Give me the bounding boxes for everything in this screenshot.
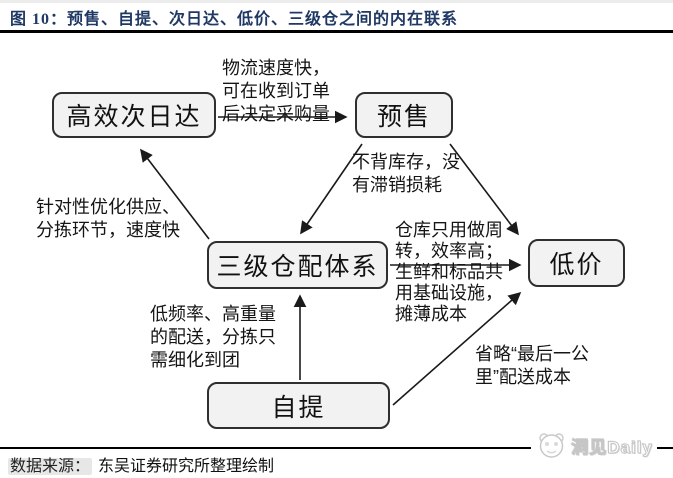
note-optimize-supply: 针对性优化供应、 分拣环节，速度快 <box>36 197 180 240</box>
node-presale: 预售 <box>355 92 453 138</box>
watermark: 洞见Daily <box>531 428 657 462</box>
top-edge-strip <box>0 0 673 3</box>
arrow-presale-to-warehouse <box>300 143 363 235</box>
data-source-line: 数据来源： 东吴证券研究所整理绘制 <box>8 452 274 476</box>
watermark-logo-icon <box>539 433 565 458</box>
node-self-pickup: 自提 <box>207 382 390 429</box>
note-low-frequency-delivery: 低频率、高重量 的配送，分拣只 需细化到团 <box>150 304 276 370</box>
note-logistics-speed: 物流速度快， 可在收到订单 后决定采购量 <box>222 58 330 124</box>
node-high-efficiency-next-day: 高效次日达 <box>52 92 216 138</box>
note-no-inventory: 不背库存，没 有滞销损耗 <box>352 152 460 195</box>
data-source-text: 东吴证券研究所整理绘制 <box>98 458 275 475</box>
arrow-presale-to-lowprice <box>449 143 519 236</box>
arrow-pickup-to-lowprice <box>392 291 522 406</box>
watermark-text: 洞见Daily <box>571 437 653 457</box>
title-divider <box>0 30 673 33</box>
node-three-tier-warehouse: 三级仓配体系 <box>207 241 388 289</box>
figure-title: 图 10：预售、自提、次日达、低价、三级仓之间的内在联系 <box>10 11 459 28</box>
node-low-price: 低价 <box>528 239 625 287</box>
footer-divider <box>0 447 673 449</box>
note-warehouse-efficiency: 仓库只用做周 转，效率高； 生鲜和标品共 用基础设施， 摊薄成本 <box>395 220 503 324</box>
note-last-mile-cost: 省略“最后一公 里”配送成本 <box>475 344 589 387</box>
data-source-label: 数据来源： <box>8 458 93 475</box>
arrow-warehouse-to-nextday <box>140 148 210 240</box>
